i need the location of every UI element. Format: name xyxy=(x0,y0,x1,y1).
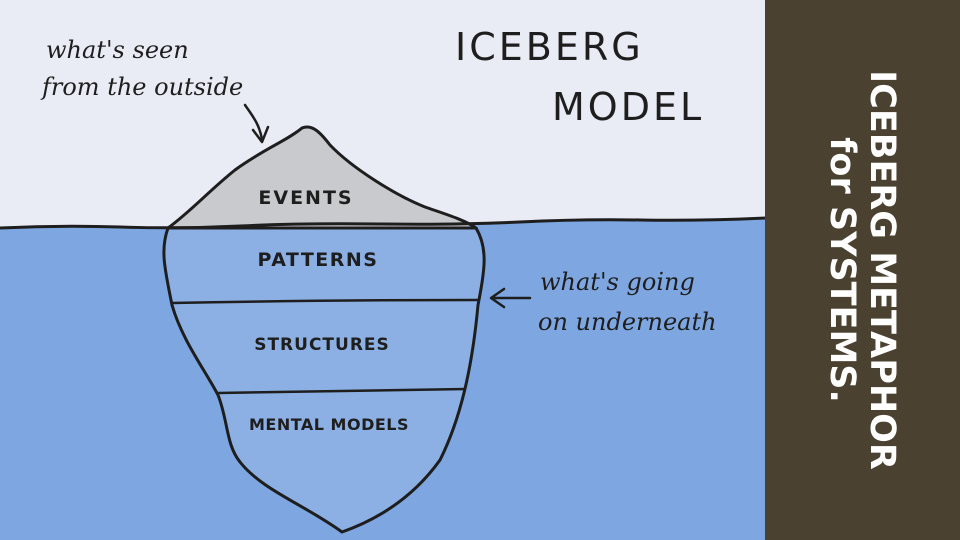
annotation-side-line2: on underneath xyxy=(538,308,717,336)
arrow-down-icon xyxy=(243,103,270,144)
layer-label-mental-models: MENTAL MODELS xyxy=(249,415,409,434)
diagram-title-line2: MODEL xyxy=(552,85,704,129)
sidebar-title: ICEBERG METAPHOR for SYSTEMS. xyxy=(822,70,902,470)
layer-divider-1 xyxy=(171,298,479,305)
annotation-top-line2: from the outside xyxy=(40,73,243,101)
waterline xyxy=(0,216,765,230)
layer-label-events: EVENTS xyxy=(258,187,353,209)
iceberg-tip xyxy=(166,125,478,230)
sidebar-title-line2: for SYSTEMS. xyxy=(822,137,862,403)
annotation-top-line1: what's seen xyxy=(46,36,189,64)
layer-label-patterns: PATTERNS xyxy=(258,249,379,271)
layer-divider-2 xyxy=(217,387,467,395)
diagram-title-line1: ICEBERG xyxy=(455,25,644,69)
sidebar-panel: ICEBERG METAPHOR for SYSTEMS. xyxy=(765,0,960,540)
sidebar-title-line1: ICEBERG METAPHOR xyxy=(862,70,902,470)
annotation-side-line1: what's going xyxy=(540,268,695,296)
iceberg-underwater xyxy=(163,228,485,532)
layer-label-structures: STRUCTURES xyxy=(254,335,390,355)
iceberg-outline xyxy=(162,227,486,534)
arrow-left-icon xyxy=(489,287,532,309)
iceberg-illustration: EVENTS PATTERNS STRUCTURES MENTAL MODELS… xyxy=(0,0,765,540)
